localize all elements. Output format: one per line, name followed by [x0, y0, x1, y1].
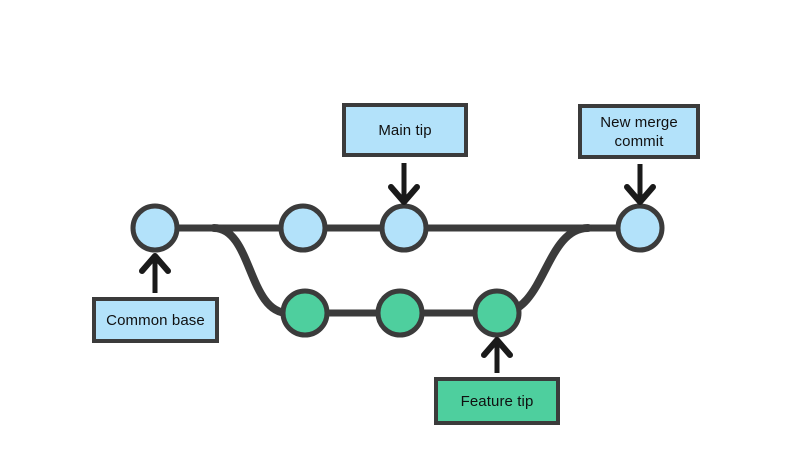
common-base-label-box[interactable]: Common base: [92, 297, 219, 343]
common-base-label: Common base: [106, 311, 205, 329]
feature-tip-label-box[interactable]: Feature tip: [434, 377, 560, 425]
commit-node-feature-tip[interactable]: [472, 288, 522, 338]
common-base-arrow-icon: [139, 253, 171, 293]
commit-node-feature-2[interactable]: [375, 288, 425, 338]
new-merge-commit-label-box[interactable]: New merge commit: [578, 104, 700, 159]
branch-off-curve: [210, 224, 292, 317]
new-merge-commit-label: New merge commit: [600, 113, 678, 151]
main-tip-label-box[interactable]: Main tip: [342, 103, 468, 157]
main-tip-arrow-icon: [388, 163, 420, 205]
commit-node-main-tip[interactable]: [379, 203, 429, 253]
commit-node-merge[interactable]: [615, 203, 665, 253]
commit-node-main-2[interactable]: [278, 203, 328, 253]
commit-node-common-base[interactable]: [130, 203, 180, 253]
main-tip-label: Main tip: [378, 121, 432, 139]
feature-tip-arrow-icon: [481, 337, 513, 373]
commit-node-feature-1[interactable]: [280, 288, 330, 338]
new-merge-commit-label-line2: commit: [614, 132, 664, 150]
new-merge-commit-label-line1: New merge: [600, 113, 678, 131]
merge-commit-arrow-icon: [624, 164, 656, 205]
feature-tip-label: Feature tip: [460, 392, 534, 410]
